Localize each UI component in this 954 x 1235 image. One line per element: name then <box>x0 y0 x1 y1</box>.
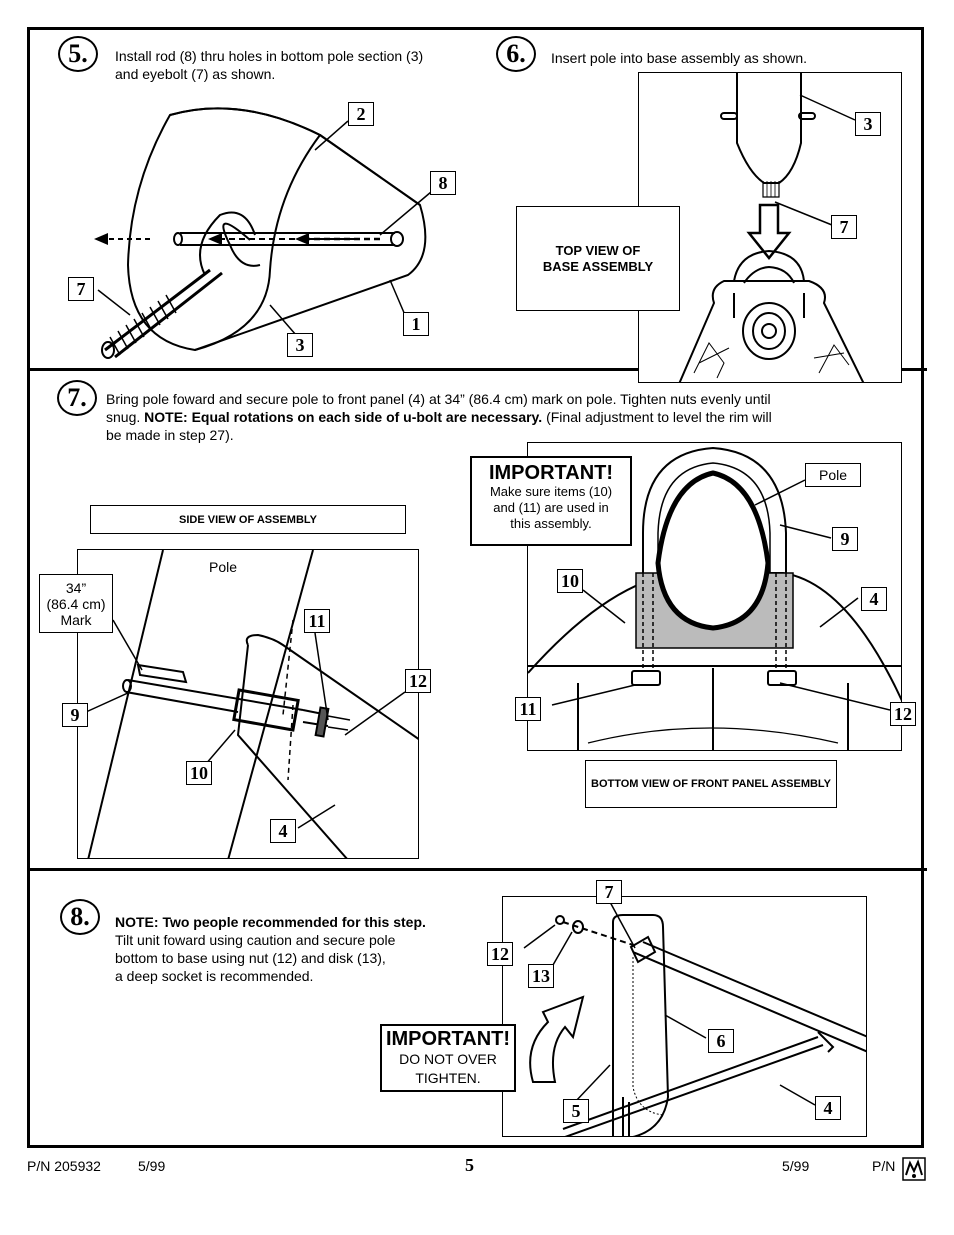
step6-leaders <box>774 94 856 226</box>
step8-callout-7: 7 <box>596 880 622 904</box>
step5-callout-7: 7 <box>68 277 94 301</box>
step5-number: 5. <box>58 36 98 72</box>
step5-callout-8: 8 <box>430 171 456 195</box>
step7-mark-label: 34” (86.4 cm) Mark <box>39 574 113 633</box>
step7-callout-10: 10 <box>186 761 212 785</box>
step6-instruction: Insert pole into base assembly as shown. <box>551 50 808 66</box>
step7-callout-12: 12 <box>405 669 431 693</box>
step8-callout-13: 13 <box>528 964 554 988</box>
step8-number: 8. <box>60 899 100 935</box>
step8-instruction: NOTE: Two people recommended for this st… <box>115 914 426 984</box>
step5-callout-3: 3 <box>287 333 313 357</box>
page-number: 5 <box>465 1155 474 1175</box>
step8-important-box: IMPORTANT! DO NOT OVER TIGHTEN. <box>380 1024 516 1092</box>
step6-number: 6. <box>496 36 536 72</box>
footer-part-number-right: P/N <box>872 1158 896 1174</box>
step7-bottom-diagram <box>528 446 901 750</box>
step5-callout-1: 1 <box>403 312 429 336</box>
step7-bottom-view-label: BOTTOM VIEW OF FRONT PANEL ASSEMBLY <box>585 760 837 808</box>
footer-date-left: 5/99 <box>138 1158 166 1174</box>
step8-leaders <box>523 901 816 1106</box>
step5-instruction: Install rod (8) thru holes in bottom pol… <box>115 48 424 82</box>
step8-callout-4: 4 <box>815 1096 841 1120</box>
step6-callout-3: 3 <box>855 112 881 136</box>
step7-callout-9-right: 9 <box>832 527 858 551</box>
page-frame <box>27 27 924 1148</box>
divider-step5-7 <box>27 368 927 371</box>
step7-instruction: Bring pole foward and secure pole to fro… <box>106 391 772 443</box>
step7-callout-11: 11 <box>304 609 330 633</box>
step5-pole-rod-diagram <box>94 107 432 359</box>
step5-callout-2: 2 <box>348 102 374 126</box>
step6-base-panel <box>638 72 902 383</box>
step7-callout-12-right: 12 <box>890 702 916 726</box>
step6-top-view-label: TOP VIEW OF BASE ASSEMBLY <box>516 206 680 311</box>
step7-callout-4: 4 <box>270 819 296 843</box>
step7-callout-4-right: 4 <box>861 587 887 611</box>
step6-callout-7: 7 <box>831 215 857 239</box>
step7-pole-label: Pole <box>209 559 238 575</box>
footer-date-right: 5/99 <box>782 1158 810 1174</box>
step7-side-view-label: SIDE VIEW OF ASSEMBLY <box>90 505 406 534</box>
step7-number: 7. <box>57 380 97 416</box>
step8-diagram <box>529 914 866 1136</box>
step8-callout-12: 12 <box>487 942 513 966</box>
step7-callout-11-right: 11 <box>515 697 541 721</box>
divider-step7-8 <box>27 868 927 871</box>
step7-callout-10-right: 10 <box>557 569 583 593</box>
step7-side-view-panel <box>77 549 419 859</box>
footer-part-number-left: P/N 205932 <box>27 1158 101 1174</box>
step7-callout-9: 9 <box>62 703 88 727</box>
step7-pole-label-right: Pole <box>805 463 861 487</box>
step6-base-diagram <box>678 73 865 382</box>
step7-side-diagram <box>87 550 418 858</box>
logo-icon <box>902 1157 926 1181</box>
step7-side-leaders <box>85 619 406 829</box>
step8-callout-5: 5 <box>563 1099 589 1123</box>
step8-callout-6: 6 <box>708 1029 734 1053</box>
step8-panel <box>502 896 867 1137</box>
step7-bottom-leaders <box>551 479 891 711</box>
step7-important-box: IMPORTANT! Make sure items (10) and (11)… <box>470 456 632 546</box>
